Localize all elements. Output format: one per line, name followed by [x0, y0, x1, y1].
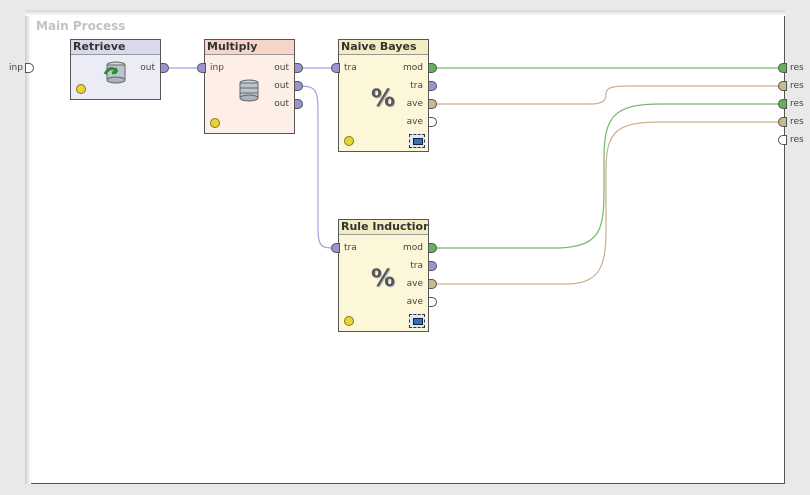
canvas-shadow-top	[25, 10, 785, 16]
retrieve-out-port[interactable]	[160, 63, 169, 73]
retrieve-out-label: out	[140, 63, 155, 73]
ri-tra-out-label: tra	[410, 261, 423, 271]
nb-ave-port-2[interactable]	[428, 117, 437, 127]
multiply-out-port-2[interactable]	[294, 81, 303, 91]
nb-ave-label-2: ave	[406, 117, 423, 127]
wire-ri-mod-res3	[432, 103, 780, 249]
process-title: Main Process	[36, 19, 126, 33]
nb-mod-port[interactable]	[428, 63, 437, 73]
operator-retrieve[interactable]: Retrieve out	[70, 39, 161, 100]
result-port-3[interactable]	[778, 99, 787, 109]
percent-icon: %	[371, 84, 396, 112]
nb-tra-out-label: tra	[410, 81, 423, 91]
operator-naive-bayes[interactable]: Naive Bayes tra mod tra ave ave %	[338, 39, 429, 152]
ri-ave-port-2[interactable]	[428, 297, 437, 307]
nb-in-port[interactable]	[331, 63, 340, 73]
operator-rule-induction-name: Rule Induction	[339, 220, 428, 235]
database-icon	[239, 79, 259, 102]
result-label-2: res	[790, 81, 804, 91]
multiply-out-label-1: out	[274, 63, 289, 73]
canvas-shadow-left	[25, 10, 31, 484]
wire-nb-ave-res2	[432, 85, 780, 105]
status-indicator	[344, 316, 354, 326]
process-input-label: inp	[9, 63, 23, 73]
result-port-5[interactable]	[778, 135, 787, 145]
status-indicator	[76, 84, 86, 94]
subprocess-icon[interactable]	[409, 134, 425, 148]
result-port-1[interactable]	[778, 63, 787, 73]
ri-ave-label-1: ave	[406, 279, 423, 289]
multiply-out-port-1[interactable]	[294, 63, 303, 73]
ri-tra-in-label: tra	[344, 243, 357, 253]
operator-multiply-name: Multiply	[205, 40, 294, 55]
result-label-3: res	[790, 99, 804, 109]
result-label-5: res	[790, 135, 804, 145]
wire-ri-ave-res4	[432, 121, 780, 285]
nb-ave-port-1[interactable]	[428, 99, 437, 109]
ri-in-port[interactable]	[331, 243, 340, 253]
nb-ave-label-1: ave	[406, 99, 423, 109]
ri-mod-port[interactable]	[428, 243, 437, 253]
multiply-out-port-3[interactable]	[294, 99, 303, 109]
operator-retrieve-name: Retrieve	[71, 40, 160, 55]
result-label-4: res	[790, 117, 804, 127]
nb-mod-label: mod	[403, 63, 423, 73]
percent-icon: %	[371, 264, 396, 292]
operator-multiply[interactable]: Multiply inp out out out	[204, 39, 295, 134]
ri-ave-port-1[interactable]	[428, 279, 437, 289]
wire-multiply-rule-induction	[297, 85, 338, 249]
status-indicator	[344, 136, 354, 146]
ri-ave-label-2: ave	[406, 297, 423, 307]
multiply-inp-label: inp	[210, 63, 224, 73]
multiply-out-label-2: out	[274, 81, 289, 91]
process-input-port[interactable]	[25, 63, 34, 73]
ri-tra-port[interactable]	[428, 261, 437, 271]
result-label-1: res	[790, 63, 804, 73]
nb-tra-in-label: tra	[344, 63, 357, 73]
operator-naive-bayes-name: Naive Bayes	[339, 40, 428, 55]
result-port-2[interactable]	[778, 81, 787, 91]
ri-mod-label: mod	[403, 243, 423, 253]
status-indicator	[210, 118, 220, 128]
nb-tra-port[interactable]	[428, 81, 437, 91]
result-port-4[interactable]	[778, 117, 787, 127]
database-arrow-icon	[103, 61, 126, 84]
operator-rule-induction[interactable]: Rule Induction tra mod tra ave ave %	[338, 219, 429, 332]
multiply-out-label-3: out	[274, 99, 289, 109]
multiply-in-port[interactable]	[197, 63, 206, 73]
subprocess-icon[interactable]	[409, 314, 425, 328]
